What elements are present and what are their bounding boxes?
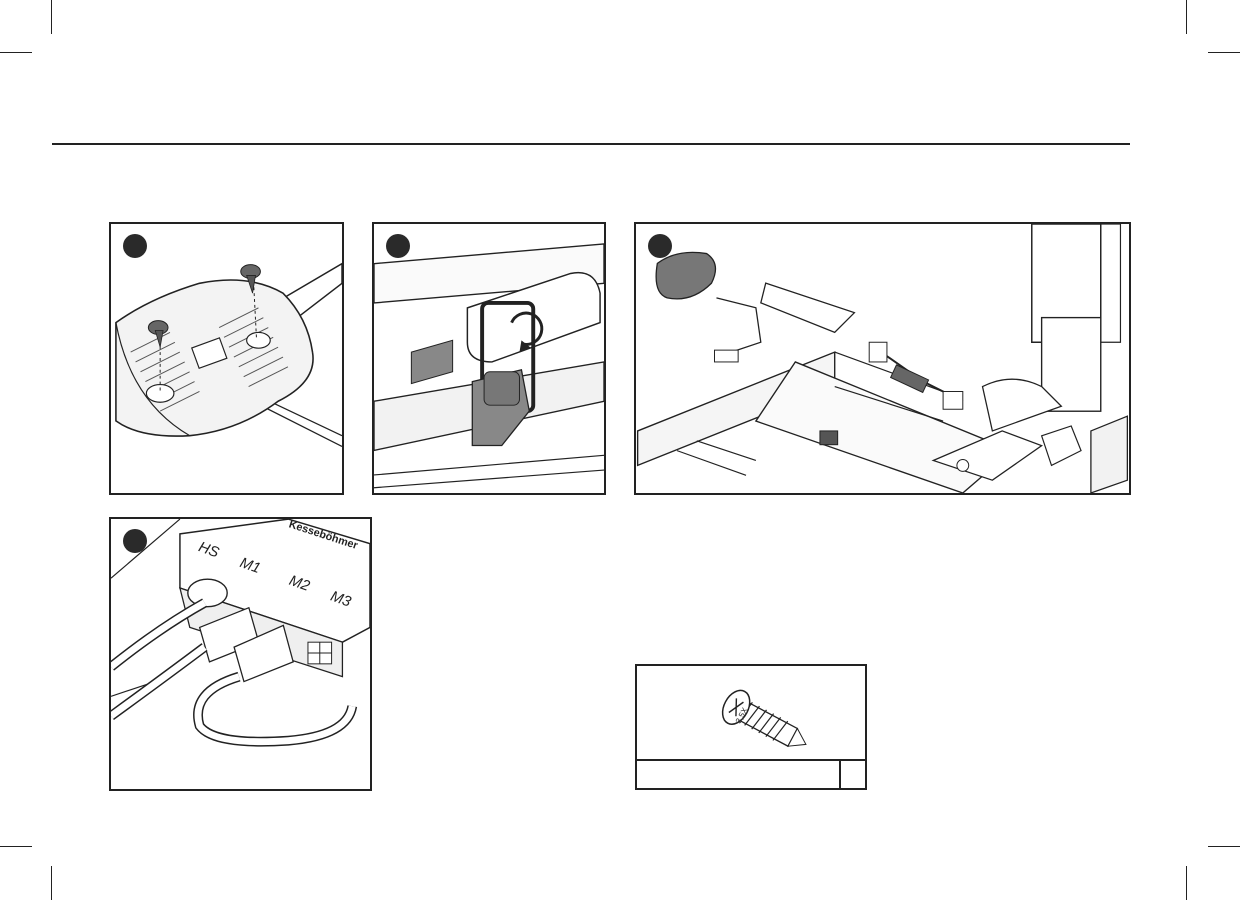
cable-clip-illustration <box>374 224 604 493</box>
hardware-legend: 3,5X <box>635 664 867 790</box>
desk-frame-illustration <box>636 224 1129 493</box>
crop-mark-top-left-h <box>0 52 32 53</box>
legend-quantity-cell <box>839 761 865 788</box>
crop-mark-bottom-left-v <box>51 866 52 900</box>
crop-mark-top-left-v <box>51 0 52 34</box>
step-marker-3 <box>648 234 672 258</box>
step-marker-4 <box>123 529 147 553</box>
crop-mark-bottom-right-h <box>1208 846 1240 847</box>
header-rule <box>52 143 1130 145</box>
crop-mark-bottom-left-h <box>0 846 32 847</box>
step-marker-1 <box>123 234 147 258</box>
hand-switch-illustration <box>111 224 342 493</box>
legend-footer <box>637 759 865 788</box>
step-marker-2 <box>386 234 410 258</box>
crop-mark-top-right-v <box>1186 0 1187 34</box>
step-1-panel <box>109 222 344 495</box>
crop-mark-bottom-right-v <box>1186 866 1187 900</box>
control-box-illustration: HS M1 M2 M3 Kesseböhmer <box>111 519 370 789</box>
step-2-panel <box>372 222 606 495</box>
crop-mark-top-right-h <box>1208 52 1240 53</box>
step-4-panel: HS M1 M2 M3 Kesseböhmer <box>109 517 372 791</box>
step-3-panel <box>634 222 1131 495</box>
screw-icon: 3,5X <box>637 666 865 761</box>
